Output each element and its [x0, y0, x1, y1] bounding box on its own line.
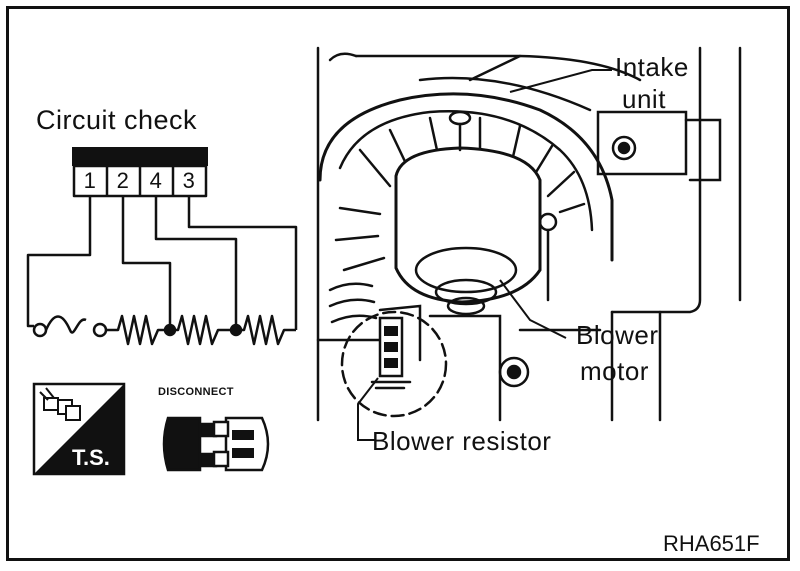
blower-motor-label-line2: motor — [580, 356, 649, 386]
wire-terminal-3 — [187, 196, 298, 330]
junction-node-2 — [229, 323, 243, 337]
ts-label: T.S. — [72, 445, 110, 470]
intake-unit-label-line1: Intake — [615, 52, 689, 82]
disconnect-connector-icon — [162, 416, 270, 472]
resistor-chain — [106, 314, 296, 346]
terminal-label-1: 1 — [83, 168, 97, 193]
motor-terminal-left — [32, 322, 48, 338]
motor-coil — [44, 315, 87, 334]
blower-assembly — [316, 46, 742, 422]
connector-head — [72, 147, 208, 166]
blower-motor-label-line1: Blower — [576, 320, 659, 350]
wire-terminal-2 — [121, 196, 172, 330]
leader-lines — [357, 69, 612, 441]
harness-connector-icon — [39, 387, 81, 421]
circuit-check-title: Circuit check — [36, 105, 198, 135]
wire-terminal-4 — [154, 196, 238, 330]
circuit-schematic — [26, 147, 298, 346]
terminal-label-2: 2 — [116, 168, 130, 193]
leader-blower-resistor — [357, 377, 379, 441]
figure-code: RHA651F — [663, 531, 760, 556]
figure-frame — [6, 6, 790, 561]
leader-blower-motor — [499, 279, 567, 339]
blower-resistor-label: Blower resistor — [372, 426, 552, 456]
disconnect-label: DISCONNECT — [158, 386, 234, 398]
junction-node-1 — [163, 323, 177, 337]
intake-unit-label-line2: unit — [622, 84, 666, 114]
ts-symbol — [32, 382, 126, 476]
terminal-label-4: 4 — [149, 168, 163, 193]
leader-intake-unit — [509, 69, 612, 93]
motor-terminal-right — [92, 322, 108, 338]
terminal-label-3: 3 — [182, 168, 196, 193]
wire-terminal-1 — [26, 196, 92, 328]
